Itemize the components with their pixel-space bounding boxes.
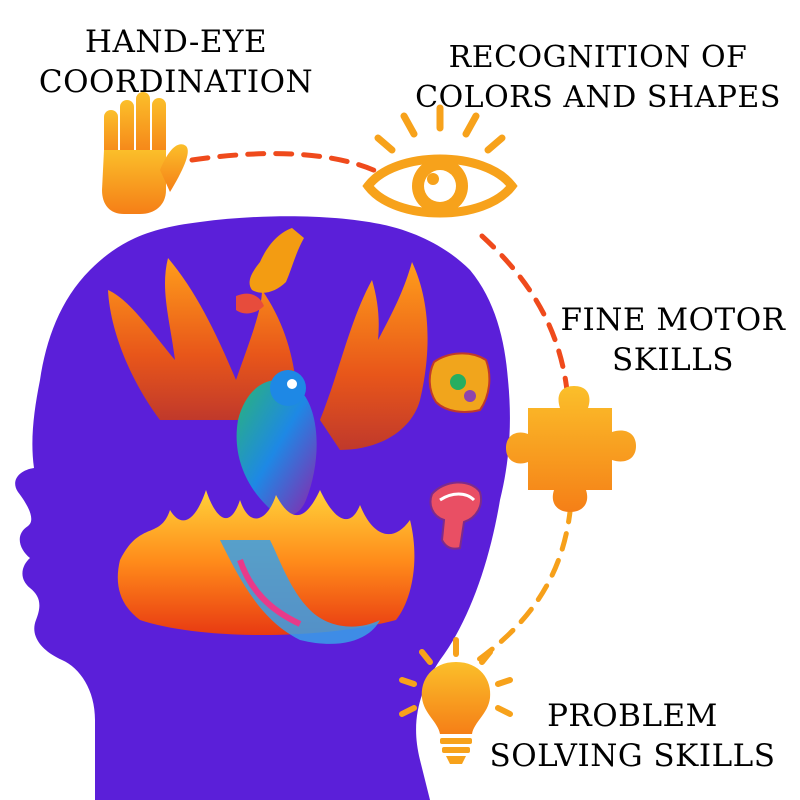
puzzle-piece-1 [236, 228, 304, 314]
problem-solving-label: PROBLEM SOLVING SKILLS [470, 696, 795, 776]
puzzle-piece-3 [429, 481, 482, 550]
connector-dash-1 [189, 151, 381, 175]
fine-motor-label: FINE MOTOR SKILLS [548, 300, 798, 380]
phoenix-puzzle-art [108, 258, 428, 644]
puzzle-piece-icon [506, 386, 636, 512]
problem-solving-label-line-2: SOLVING SKILLS [489, 738, 776, 774]
hand-eye-label-line-1: HAND-EYE [84, 24, 268, 60]
recognition-label-line-2: COLORS AND SHAPES [415, 80, 781, 115]
hand-eye-label-line-2: COORDINATION [38, 64, 314, 100]
fine-motor-label-line-2: SKILLS [611, 342, 735, 378]
hand-icon [102, 92, 188, 214]
recognition-label: RECOGNITION OF COLORS AND SHAPES [398, 38, 798, 118]
lightbulb-icon [399, 637, 513, 764]
recognition-label-line-1: RECOGNITION OF [448, 40, 748, 75]
eye-icon [362, 104, 518, 218]
connector-dash-2 [479, 233, 571, 403]
puzzle-piece-2 [428, 352, 491, 413]
hand-eye-label: HAND-EYE COORDINATION [28, 22, 324, 102]
problem-solving-label-line-1: PROBLEM [547, 698, 718, 734]
fine-motor-label-line-1: FINE MOTOR [560, 302, 786, 338]
